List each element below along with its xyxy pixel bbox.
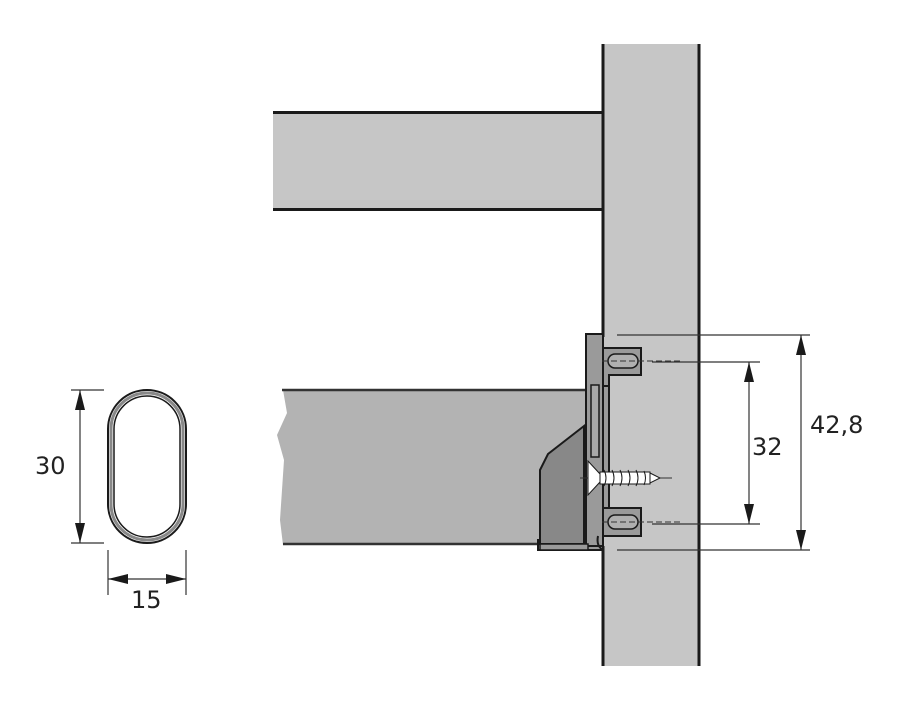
dimension-label-32: 32 xyxy=(752,433,783,461)
dimension-hole-spacing xyxy=(652,361,760,525)
dimension-profile-height xyxy=(71,389,104,544)
dimension-label-30: 30 xyxy=(35,452,66,480)
shelf xyxy=(273,111,603,211)
dimension-profile-width xyxy=(107,550,187,595)
rail xyxy=(277,388,585,546)
oval-profile xyxy=(107,389,187,544)
dimension-bracket-height xyxy=(617,334,810,551)
dimension-label-42-8: 42,8 xyxy=(810,411,863,439)
screw-icon xyxy=(580,459,672,497)
dimension-label-15: 15 xyxy=(131,586,162,614)
